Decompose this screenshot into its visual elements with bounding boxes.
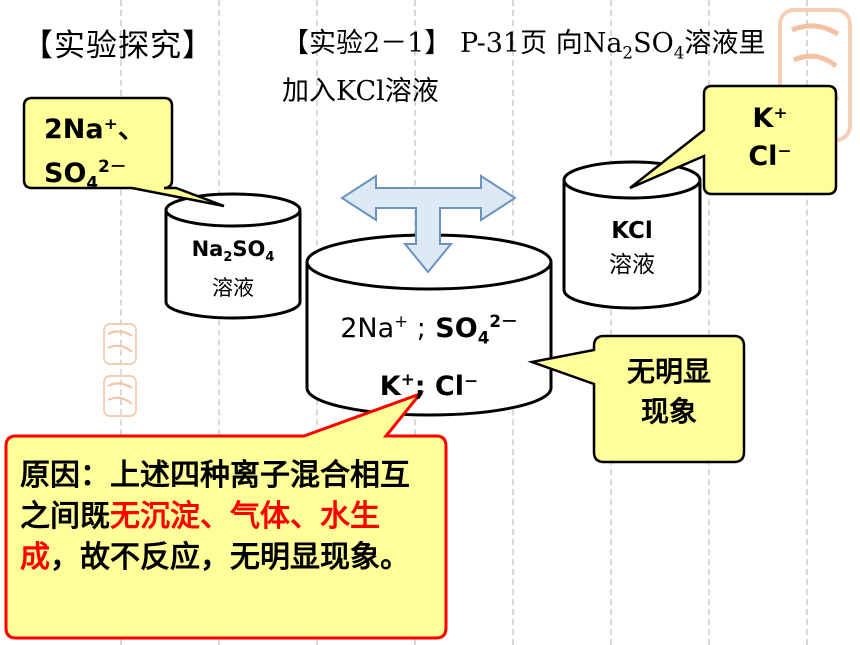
beaker-na2so4-label: Na2SO4 溶液 — [166, 234, 300, 303]
cl-ion-label: Cl⁻ — [748, 141, 792, 172]
title-sub2: 4 — [673, 42, 685, 63]
mixed-line1: 2Na+ ; SO42－ — [340, 311, 518, 348]
na2so4-solution-label: 溶液 — [212, 276, 254, 301]
grid-line — [218, 0, 220, 645]
grid-line — [610, 0, 612, 645]
beaker-mixed — [305, 233, 553, 417]
reason-callout-bubble — [4, 390, 448, 640]
kcl-formula: KCl — [611, 218, 653, 244]
na-ion-label: 2Na⁺、 — [44, 114, 145, 145]
callout-na2so4-bubble — [22, 96, 225, 208]
result-line2: 现象 — [640, 395, 697, 428]
reason-text: 原因：上述四种离子混合相互之间既无沉淀、气体、水生成，故不反应，无明显现象。 — [20, 458, 410, 575]
callout-result-bubble — [527, 334, 746, 464]
reason-highlight-2: 气体、水生成 — [20, 499, 380, 575]
callout-na2so4-text: 2Na⁺、 SO42－ — [30, 112, 170, 200]
reason-highlight-1: 无沉淀、 — [110, 499, 230, 534]
callout-result-text: 无明显 现象 — [596, 352, 742, 432]
result-line1: 无明显 — [626, 355, 711, 388]
grid-line — [708, 0, 710, 645]
mixed-line2: K+; Cl⁻ — [379, 369, 479, 403]
title-mid: SO — [633, 28, 674, 59]
mixing-arrow-icon — [340, 174, 517, 274]
grid-line — [806, 0, 808, 645]
title-sub: 2 — [622, 42, 634, 63]
title-suffix: 溶液里 — [684, 28, 766, 59]
callout-kcl-text: K⁺ Cl⁻ — [704, 100, 836, 176]
title-line2: 加入KCl溶液 — [282, 76, 439, 108]
callout-kcl-bubble — [629, 84, 838, 196]
k-ion-label: K⁺ — [752, 103, 788, 134]
decorative-seal-icon — [103, 323, 137, 417]
experiment-title: 【实验2－1】 P-31页 向Na2SO4溶液里 加入KCl溶液 — [282, 24, 765, 112]
beaker-mixed-label: 2Na+ ; SO42－ K+; Cl⁻ — [307, 300, 551, 408]
title-prefix: 【实验2－1】 P-31页 向Na — [282, 28, 623, 59]
grid-line — [120, 0, 122, 645]
kcl-solution-label: 溶液 — [609, 252, 655, 278]
so4-ion-label: SO42－ — [44, 156, 127, 193]
section-heading: 【实验探究】 — [22, 28, 214, 64]
na2so4-formula: Na2SO4 — [191, 237, 275, 266]
beaker-kcl — [562, 160, 702, 310]
beaker-kcl-label: KCl 溶液 — [564, 214, 700, 282]
